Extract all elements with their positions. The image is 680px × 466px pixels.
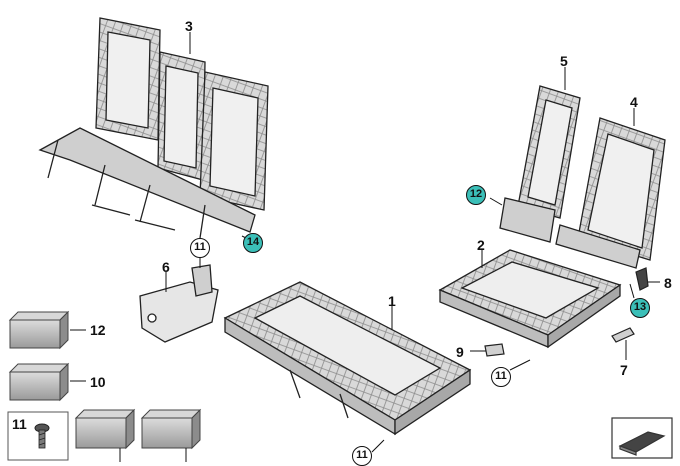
backrest-part-5 (499, 85, 581, 243)
callout-4: 4 (630, 94, 638, 110)
callout-14-highlight: 14 (243, 233, 263, 253)
callout-11-inset: 11 (12, 416, 27, 432)
callout-11-circle: 11 (352, 446, 372, 466)
trim-cover-part-6 (139, 264, 219, 343)
callout-8: 8 (664, 275, 672, 291)
backrest-assembly-part-3 (38, 17, 269, 239)
callout-6: 6 (162, 259, 170, 275)
callout-11-circle: 11 (190, 238, 210, 258)
callout-5: 5 (560, 53, 568, 69)
callout-9: 9 (456, 344, 464, 360)
screw-icon (7, 411, 69, 461)
callout-3: 3 (185, 18, 193, 34)
seat-frame-part-2 (438, 249, 622, 349)
callout-11-circle: 11 (491, 367, 511, 387)
material-block-icon (8, 310, 70, 350)
seat-frame-part-1 (223, 281, 472, 436)
callout-2: 2 (477, 237, 485, 253)
material-block-icon (140, 408, 202, 450)
diagram-view-icon (611, 417, 673, 459)
material-block-icon (8, 362, 70, 402)
callout-13-highlight: 13 (630, 298, 650, 318)
bracket-part-7 (611, 327, 635, 343)
callout-1: 1 (388, 293, 396, 309)
backrest-part-4 (555, 117, 666, 269)
callout-12: 12 (90, 322, 106, 338)
callout-10: 10 (90, 374, 106, 390)
lever-part-8 (635, 267, 649, 291)
material-block-icon (74, 408, 136, 450)
callout-12-highlight: 12 (466, 185, 486, 205)
clip-part-9 (484, 343, 505, 357)
callout-7: 7 (620, 362, 628, 378)
